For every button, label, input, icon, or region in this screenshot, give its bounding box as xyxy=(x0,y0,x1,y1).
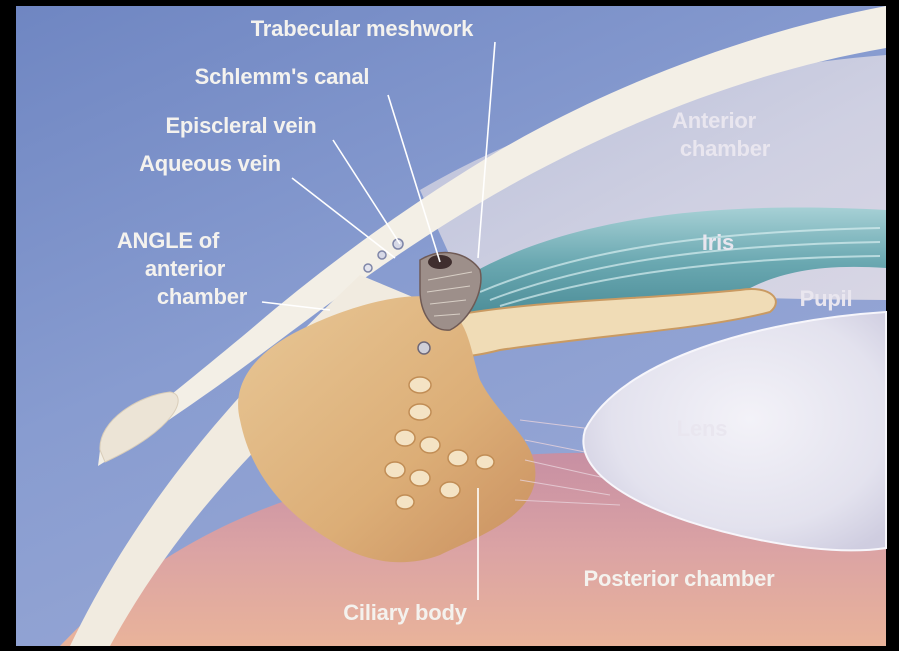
label-ciliary-body: Ciliary body xyxy=(343,600,467,625)
label-lens: Lens xyxy=(677,416,728,441)
label-iris: Iris xyxy=(702,230,734,255)
label-angle-line1: ANGLE of xyxy=(117,228,220,253)
label-schlemms-canal: Schlemm's canal xyxy=(195,64,370,89)
label-angle-line2: anterior xyxy=(145,256,226,281)
label-angle-line3: chamber xyxy=(157,284,248,309)
label-anterior-chamber-line2: chamber xyxy=(680,136,771,161)
label-posterior-chamber: Posterior chamber xyxy=(583,566,775,591)
label-anterior-chamber-line1: Anterior xyxy=(672,108,757,133)
scleral-vessel-shape xyxy=(364,264,372,272)
label-trabecular-meshwork: Trabecular meshwork xyxy=(251,16,474,41)
ciliary-vessel-shape xyxy=(418,342,430,354)
label-aqueous-vein: Aqueous vein xyxy=(139,151,281,176)
label-pupil: Pupil xyxy=(800,286,853,311)
aqueous-vein-shape xyxy=(378,251,386,259)
label-episcleral-vein: Episcleral vein xyxy=(165,113,316,138)
